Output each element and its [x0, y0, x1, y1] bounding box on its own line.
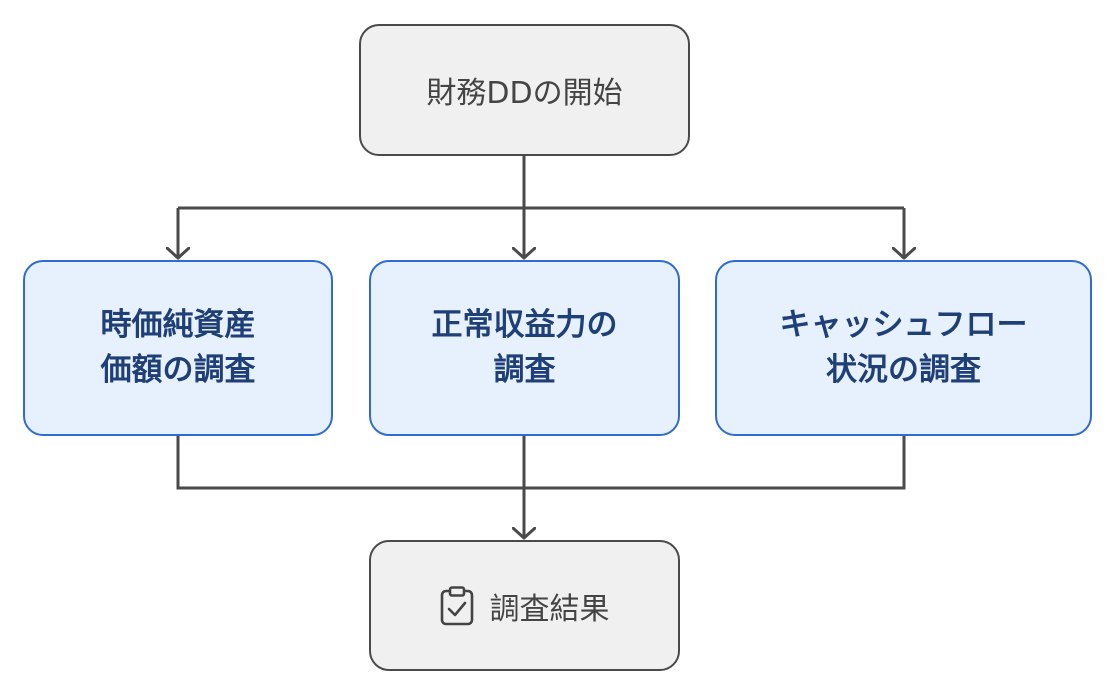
- step-node-label-line: 調査: [493, 352, 556, 388]
- step-node-cash-flow: キャッシュフロー 状況の調査: [715, 260, 1092, 436]
- merge-line-left: [176, 436, 906, 490]
- step-node-normal-earnings: 正常収益力の 調査: [369, 260, 680, 436]
- step-node-label-line: キャッシュフロー: [779, 307, 1028, 344]
- step-node-label-line: 時価純資産: [100, 307, 256, 344]
- step-node-net-asset-value: 時価純資産 価額の調査: [23, 260, 333, 436]
- start-node-label: 財務DDの開始: [426, 76, 623, 111]
- step-node-label-line: 価額の調査: [100, 352, 256, 388]
- step-node-label-line: 状況の調査: [826, 352, 981, 388]
- step-node-label-line: 正常収益力の: [431, 307, 618, 344]
- start-node: 財務DDの開始: [359, 24, 690, 156]
- result-node-label: 調査結果: [489, 591, 610, 627]
- result-node: 調査結果: [369, 540, 680, 671]
- clipboard-check-icon: [440, 585, 473, 625]
